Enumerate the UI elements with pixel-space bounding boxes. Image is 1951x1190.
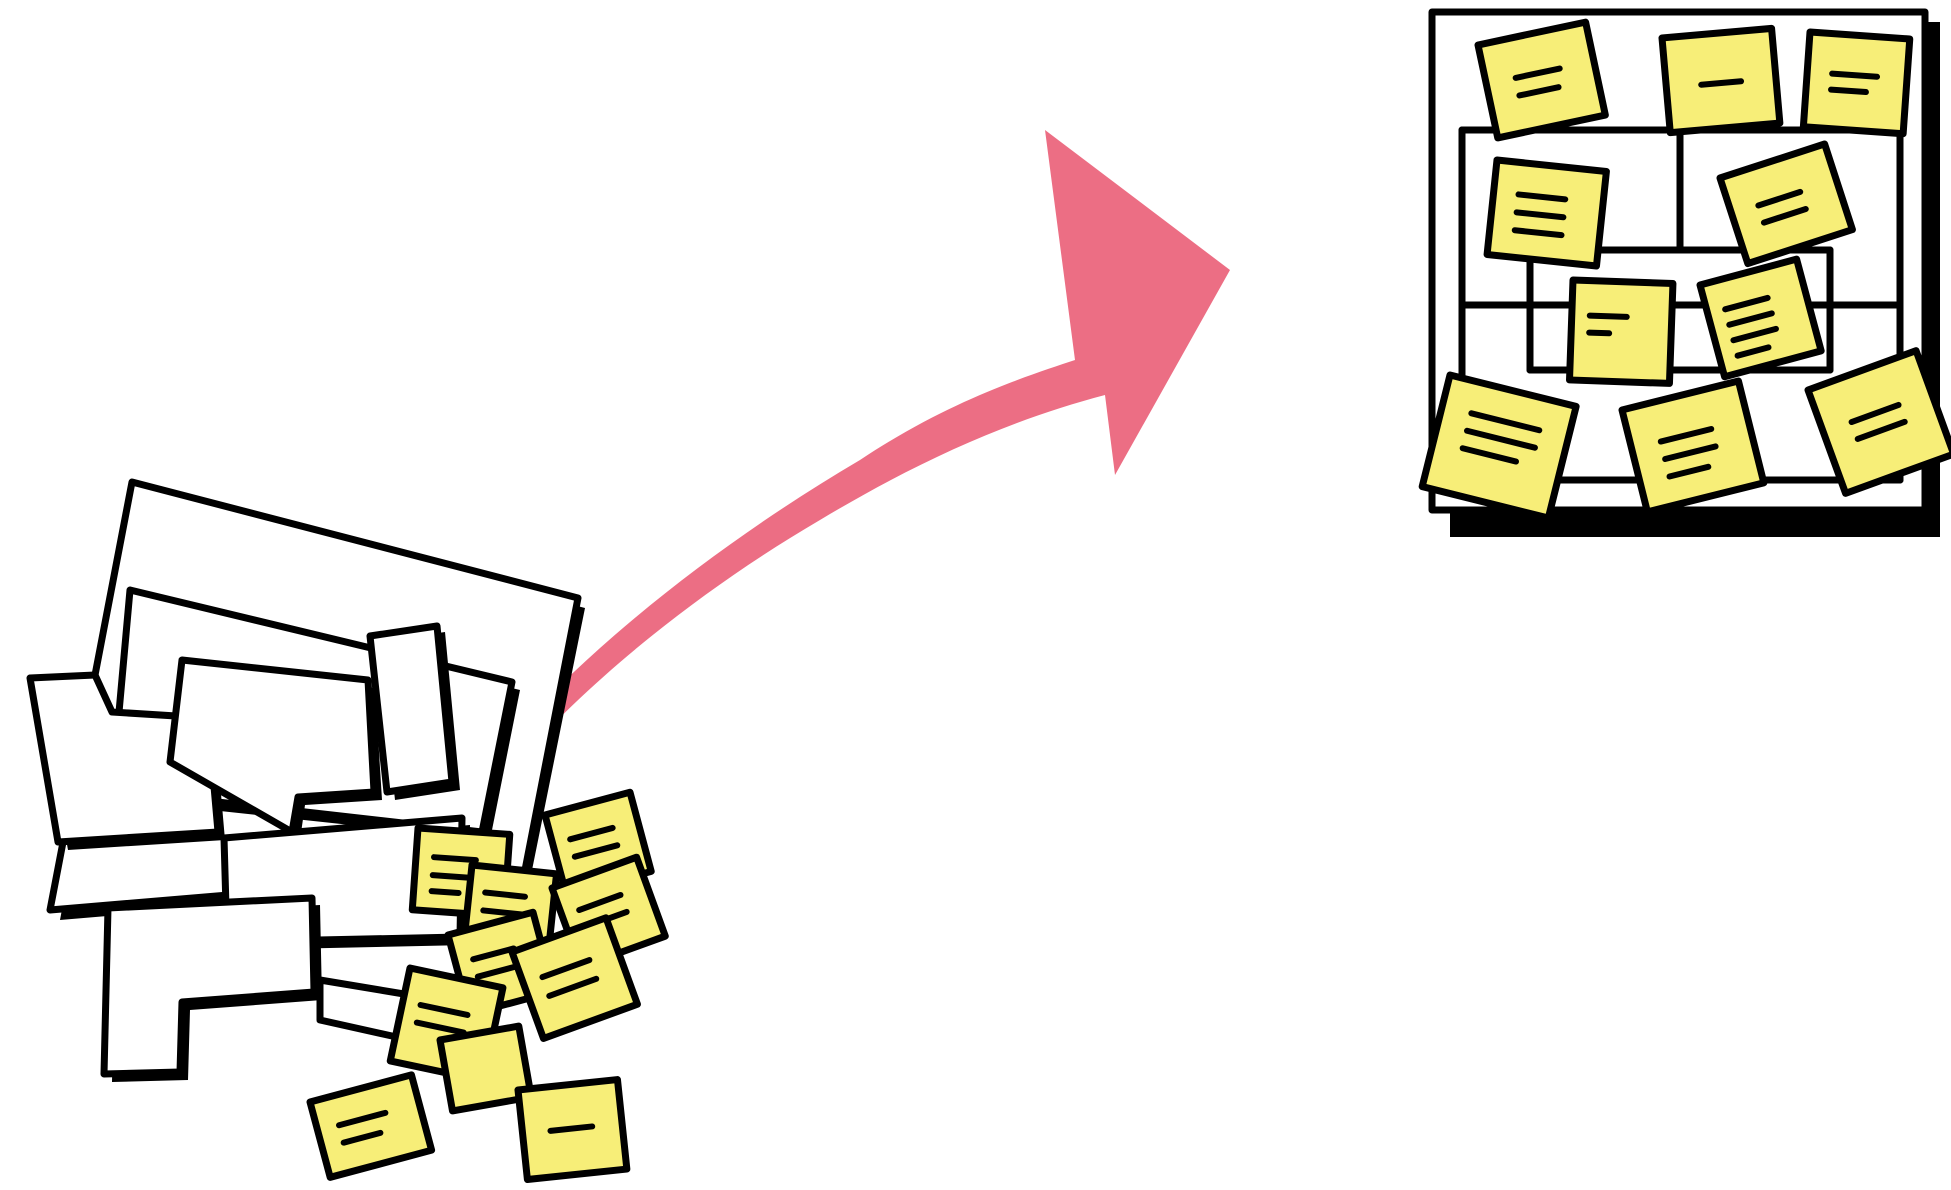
sticky-note-icon — [1803, 32, 1909, 134]
sticky-note-icon — [1478, 22, 1605, 138]
sticky-note-icon — [518, 1080, 627, 1180]
sticky-note-icon — [1570, 280, 1673, 383]
organized-board-icon — [1422, 12, 1951, 537]
sticky-note-icon — [1662, 28, 1780, 132]
paper-sheet — [104, 898, 314, 1074]
sticky-note-icon — [1700, 259, 1821, 377]
paper-sheet — [370, 626, 452, 792]
sticky-note-icon — [310, 1075, 432, 1178]
sticky-note-icon — [1487, 160, 1606, 266]
